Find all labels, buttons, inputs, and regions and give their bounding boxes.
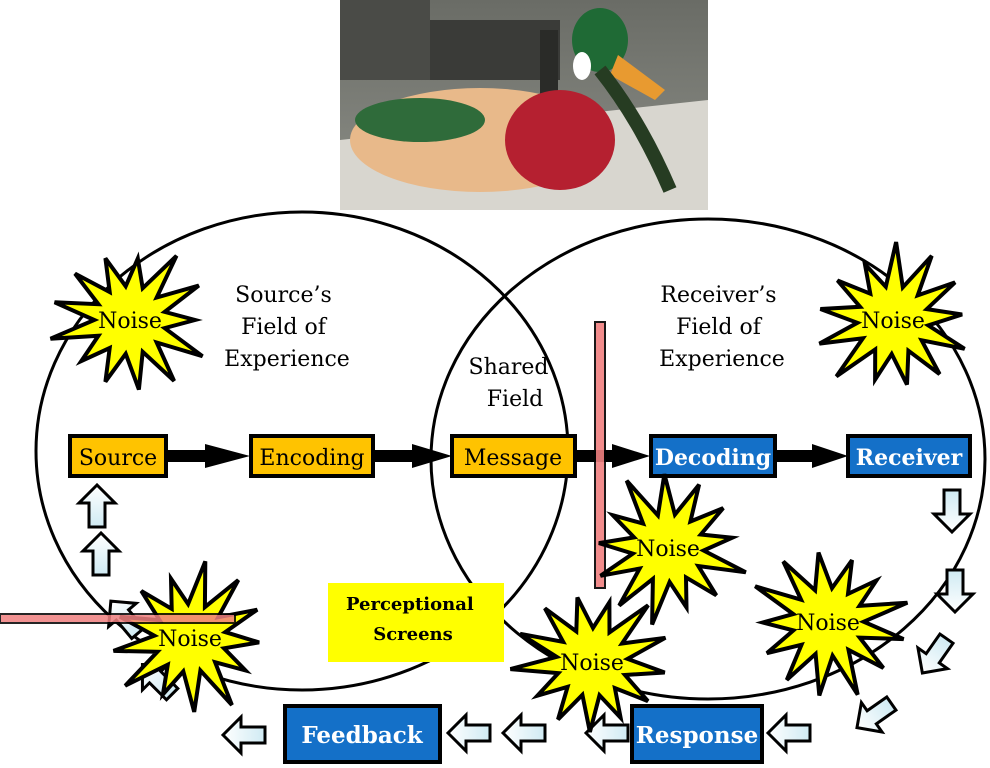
shared-field-label: Shared Field <box>469 355 556 412</box>
noise-burst: Noise <box>112 560 260 713</box>
noise-starburst-icon <box>598 473 747 626</box>
svg-text:Response: Response <box>636 722 758 749</box>
hollow-arrow-icon <box>933 568 977 615</box>
noise-burst: Noise <box>754 551 909 697</box>
noise-burst: Noise <box>509 595 667 733</box>
noise-starburst-icon <box>49 251 204 391</box>
encoding-box: Encoding <box>249 434 375 478</box>
horizontal-barrier <box>0 613 236 624</box>
hollow-arrow-icon <box>500 711 547 755</box>
noise-starburst-icon <box>754 551 909 697</box>
noise-starburst-icon <box>818 241 966 387</box>
noise-label: Noise <box>158 627 222 652</box>
svg-text:Encoding: Encoding <box>259 446 364 471</box>
hollow-arrow-icon <box>765 711 812 755</box>
svg-text:Perceptional Screens: Perceptional Screens <box>346 594 480 645</box>
receiver-box: Receiver <box>846 434 972 478</box>
svg-text:Message: Message <box>464 446 562 471</box>
noise-label: Noise <box>560 651 624 676</box>
hollow-arrow-icon <box>220 713 267 757</box>
hollow-arrow-icon <box>915 631 956 675</box>
noise-label: Noise <box>636 537 700 562</box>
hollow-arrow-icon <box>79 530 123 577</box>
duck-photo <box>340 0 708 210</box>
noise-label: Noise <box>861 309 925 334</box>
hollow-arrow-icon <box>75 482 119 529</box>
noise-starburst-icon <box>509 595 667 733</box>
noise-starburst-icon <box>112 560 260 713</box>
svg-text:Decoding: Decoding <box>655 445 771 471</box>
message-box: Message <box>450 434 577 478</box>
noise-burst: Noise <box>49 251 204 391</box>
hollow-arrow-icon <box>855 694 899 735</box>
response-box: Response <box>630 704 764 764</box>
flow-arrows <box>165 444 848 468</box>
hollow-arrow-icon <box>583 711 630 755</box>
feedback-box: Feedback <box>283 704 442 764</box>
receiver-field-label: Receiver’s Field of Experience <box>659 283 785 372</box>
hollow-arrow-icon <box>930 488 974 535</box>
hollow-arrow-icon <box>445 711 492 755</box>
svg-text:Receiver: Receiver <box>856 445 963 471</box>
noise-label: Noise <box>98 309 162 334</box>
decoding-box: Decoding <box>649 434 777 478</box>
vertical-barrier <box>594 321 606 589</box>
perceptional-screens-box: Perceptional Screens <box>328 583 504 662</box>
noise-label: Noise <box>796 611 860 636</box>
source-box: Source <box>68 434 168 478</box>
source-field-label: Source’s Field of Experience <box>224 283 350 372</box>
svg-text:Feedback: Feedback <box>301 722 423 749</box>
noise-burst: Noise <box>598 473 747 626</box>
noise-burst: Noise <box>818 241 966 387</box>
svg-text:Source: Source <box>79 446 157 471</box>
